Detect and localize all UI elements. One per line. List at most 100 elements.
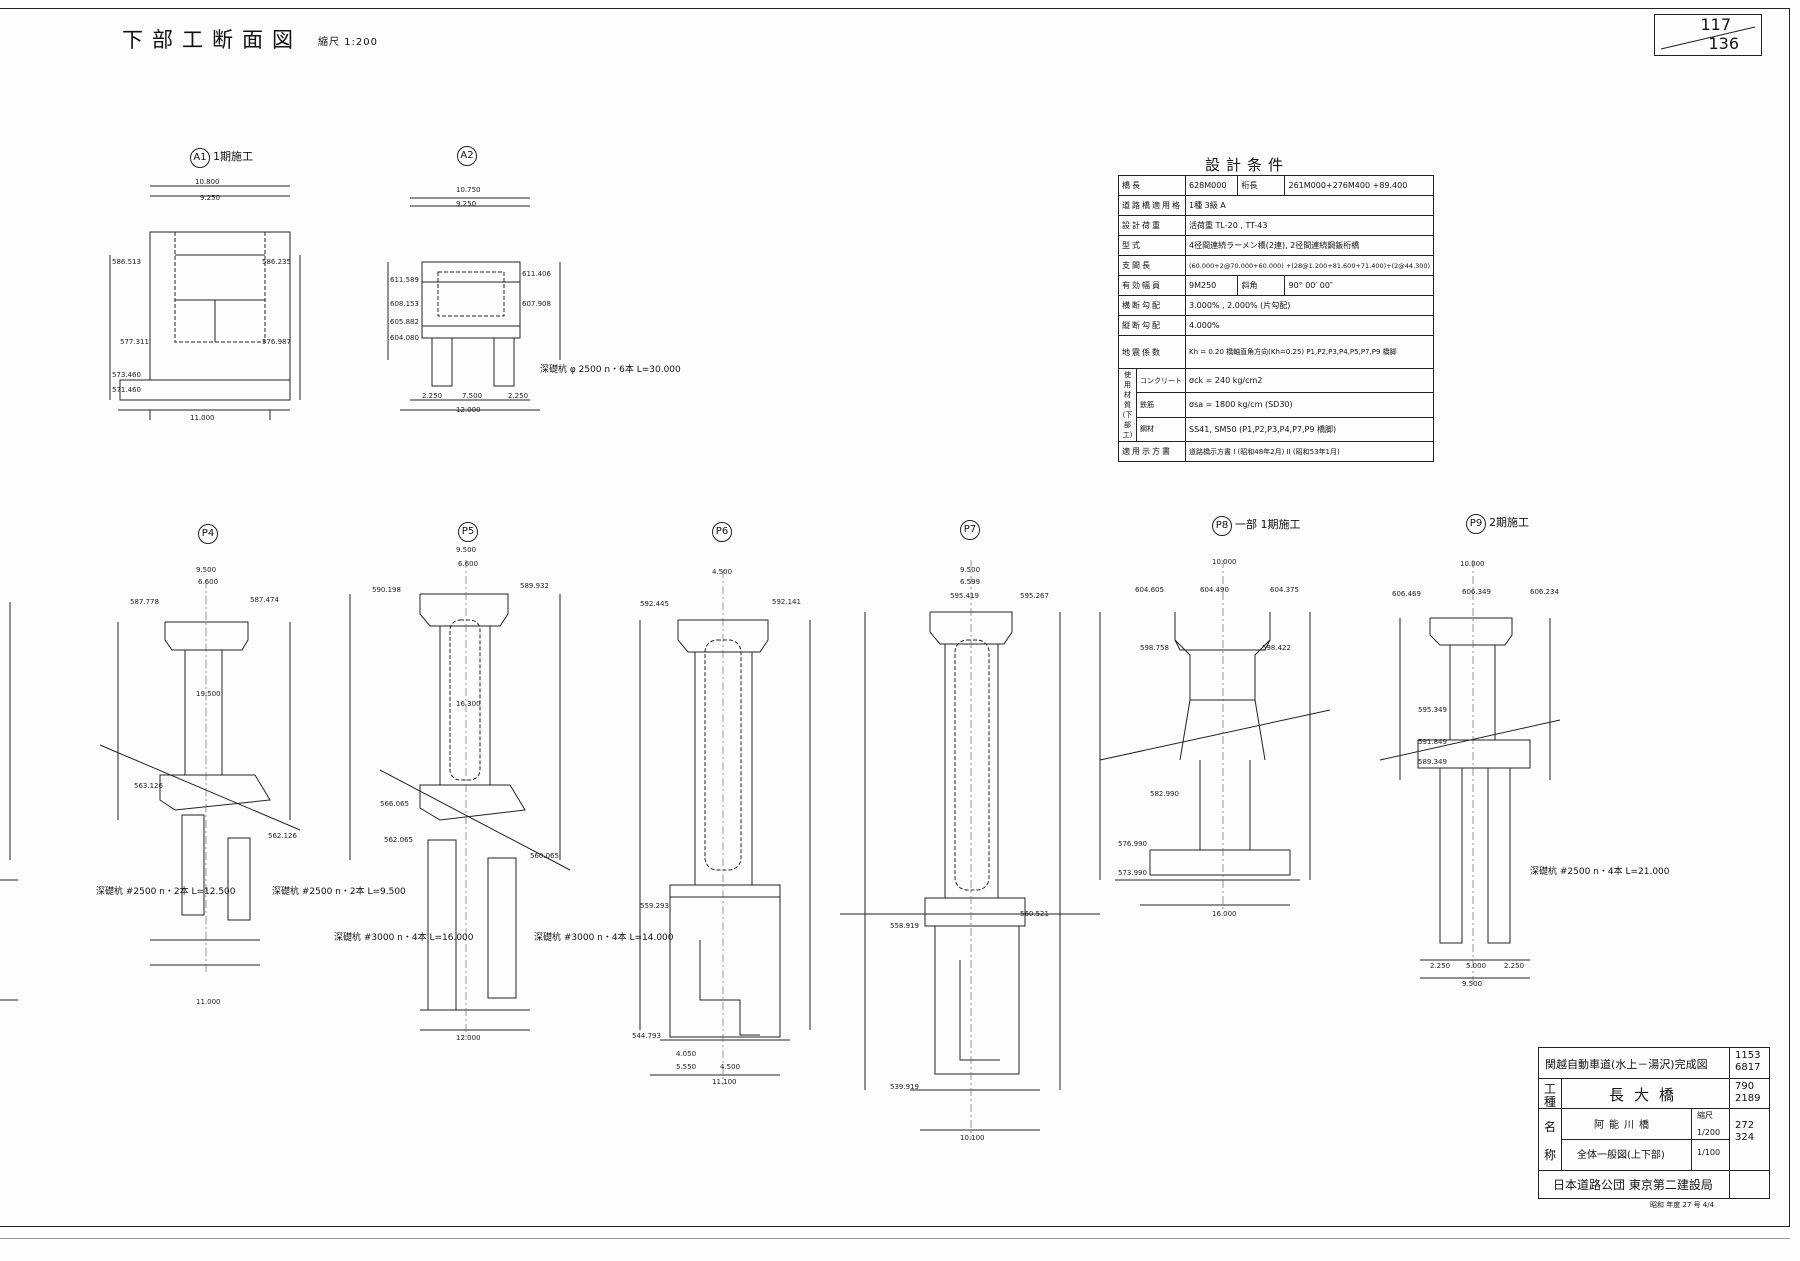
p9-dim-base: 9.500 [1462,980,1483,988]
a2-dim-mid: 9.250 [456,200,477,208]
p5-el-4: 562.065 [384,836,413,844]
p8-el-5: 598.422 [1262,644,1291,652]
project-name: 関越自動車道(水上－湯沢)完成図 [1545,1058,1708,1071]
p9-dim-b2: 5.000 [1466,962,1487,970]
cond-row-span: 支間長 (60.000+2@70.000+60.000) +(28@1.200+… [1118,255,1435,276]
work-type: 長大橋 [1609,1086,1685,1104]
p8-el-7: 576.990 [1118,840,1147,848]
a1-el-4: 576.987 [262,338,291,346]
a2-dim-top: 10.750 [456,186,481,194]
p7-el-3: 560.521 [1020,910,1049,918]
p4-el-1: 587.778 [130,598,159,606]
frame-top [0,8,1790,9]
p7-dim-top: 9.500 [960,566,981,574]
sheet-number-divider [1660,26,1756,50]
a2-el-3: 608.153 [390,300,419,308]
cond-row-rebar: 鉄筋 σsa = 1800 kg/cm (SD30) [1119,392,1435,418]
frame-bottom-2 [0,1238,1790,1239]
p5-el-3: 566.065 [380,800,409,808]
pile-note-p4-left: 深礎杭 #2500 n・2本 L=12.500 [96,887,236,897]
pile-note-p4-right: 深礎杭 #2500 n・2本 L=9.500 [272,887,406,897]
p4-el-4: 562.126 [268,832,297,840]
p5-el-1: 590.198 [372,586,401,594]
pier-p5-section [349,593,571,1031]
a1-el-5: 573.460 [112,371,141,379]
p4-dim-mid: 6.600 [198,578,219,586]
drawing-name: 全体一般図(上下部) [1577,1150,1665,1161]
design-conditions-table: 橋長 628M000 桁長 261M000+276M400 +89.400 道路… [1118,175,1435,462]
a1-el-1: 586.513 [112,258,141,266]
pier-p8-section [1099,612,1331,906]
label-a2: A2 [457,146,480,166]
p4-dim-col: 19.500 [196,690,221,698]
pier-centrelines [205,560,1474,1140]
p7-dim-mid: 6.599 [960,578,981,586]
p5-dim-col: 16.300 [456,700,481,708]
p9-el-4: 595.349 [1418,706,1447,714]
p9-dim-b3: 2.250 [1504,962,1525,970]
cond-row-width: 有効幅員 9M250 斜角 90° 00′ 00″ [1118,275,1435,296]
p4-el-3: 563.126 [134,782,163,790]
code3-bottom: 324 [1735,1132,1755,1143]
code2-bottom: 2189 [1735,1093,1761,1104]
p5-dim-mid: 6.600 [458,560,479,568]
p9-dim-b1: 2.250 [1430,962,1451,970]
pier-p9-section [1379,617,1561,979]
a1-dim-bottom: 11.000 [190,414,215,422]
a1-el-2: 586.235 [262,258,291,266]
a1-dim-top: 10.800 [195,178,220,186]
cond-row-road-class: 道路橋適用格 1種 3級 A [1118,195,1435,216]
pile-note-p5-right: 深礎杭 #3000 n・4本 L=14.000 [534,933,674,943]
label-p7: P7 [960,520,983,540]
p9-el-2: 606.349 [1462,588,1491,596]
pier-p6-section [639,619,811,1076]
pier-p7-section [840,611,1100,1131]
p4-dim-top: 9.500 [196,566,217,574]
p8-dim-base: 16.000 [1212,910,1237,918]
a2-el-6: 604.080 [390,334,419,342]
cond-row-long-slope: 縦断勾配 4.000% [1118,315,1435,336]
p9-el-5: 591.849 [1418,738,1447,746]
a2-dim-bottom: 12.000 [456,406,481,414]
pile-note-p5-left: 深礎杭 #3000 n・4本 L=16.000 [334,933,474,943]
p7-el-1: 595.419 [950,592,979,600]
p7-dim-base: 10.100 [960,1134,985,1142]
p7-el-4: 558.919 [890,922,919,930]
pier-partial-left [0,602,18,1001]
p8-el-6: 582.990 [1150,790,1179,798]
p7-el-2: 595.267 [1020,592,1049,600]
a2-el-2: 611.406 [522,270,551,278]
p4-dim-base: 11.000 [196,998,221,1006]
drawing-scale: 縮尺 1:200 [318,37,378,48]
cond-row-spec: 適用示方書 道路橋示方書 I (昭和48年2月) II (昭和53年1月) [1118,441,1435,462]
cond-row-steel: 鋼材 SS41, SM50 (P1,P2,P3,P4,P7,P9 橋脚) [1119,416,1435,443]
pile-note-p9: 深礎杭 #2500 n・4本 L=21.000 [1530,867,1670,877]
sheet-number-box: 117 136 [1654,14,1762,56]
sheet-number-bottom: 136 [1708,34,1739,53]
a1-el-6: 571.460 [112,386,141,394]
label-p5: P5 [458,522,481,542]
p8-el-3: 604.375 [1270,586,1299,594]
cond-row-load: 設計荷重 活荷重 TL-20 , TT-43 [1118,215,1435,236]
p6-dim-top: 4.500 [712,568,733,576]
a2-el-5: 605.882 [390,318,419,326]
a1-el-3: 577.311 [120,338,149,346]
cond-row-length: 橋長 628M000 桁長 261M000+276M400 +89.400 [1118,175,1435,196]
code3-top: 272 [1735,1120,1755,1131]
p8-dim-top: 10.000 [1212,558,1237,566]
a2-el-4: 607.908 [522,300,551,308]
p9-dim-top: 10.000 [1460,560,1485,568]
p9-el-3: 606.234 [1530,588,1559,596]
a2-dim-b2: 7.500 [462,392,483,400]
p5-el-5: 560.065 [530,852,559,860]
p6-el-3: 559.293 [640,902,669,910]
a2-el-1: 611.589 [390,276,419,284]
pile-note-a2: 深礎杭 φ 2500 n・6本 L=30.000 [540,365,681,375]
p8-el-1: 604.605 [1135,586,1164,594]
sheet-number-top: 117 [1700,15,1731,34]
abutment-a1-section [109,185,301,420]
frame-right [1789,8,1790,1226]
p6-el-2: 592.141 [772,598,801,606]
